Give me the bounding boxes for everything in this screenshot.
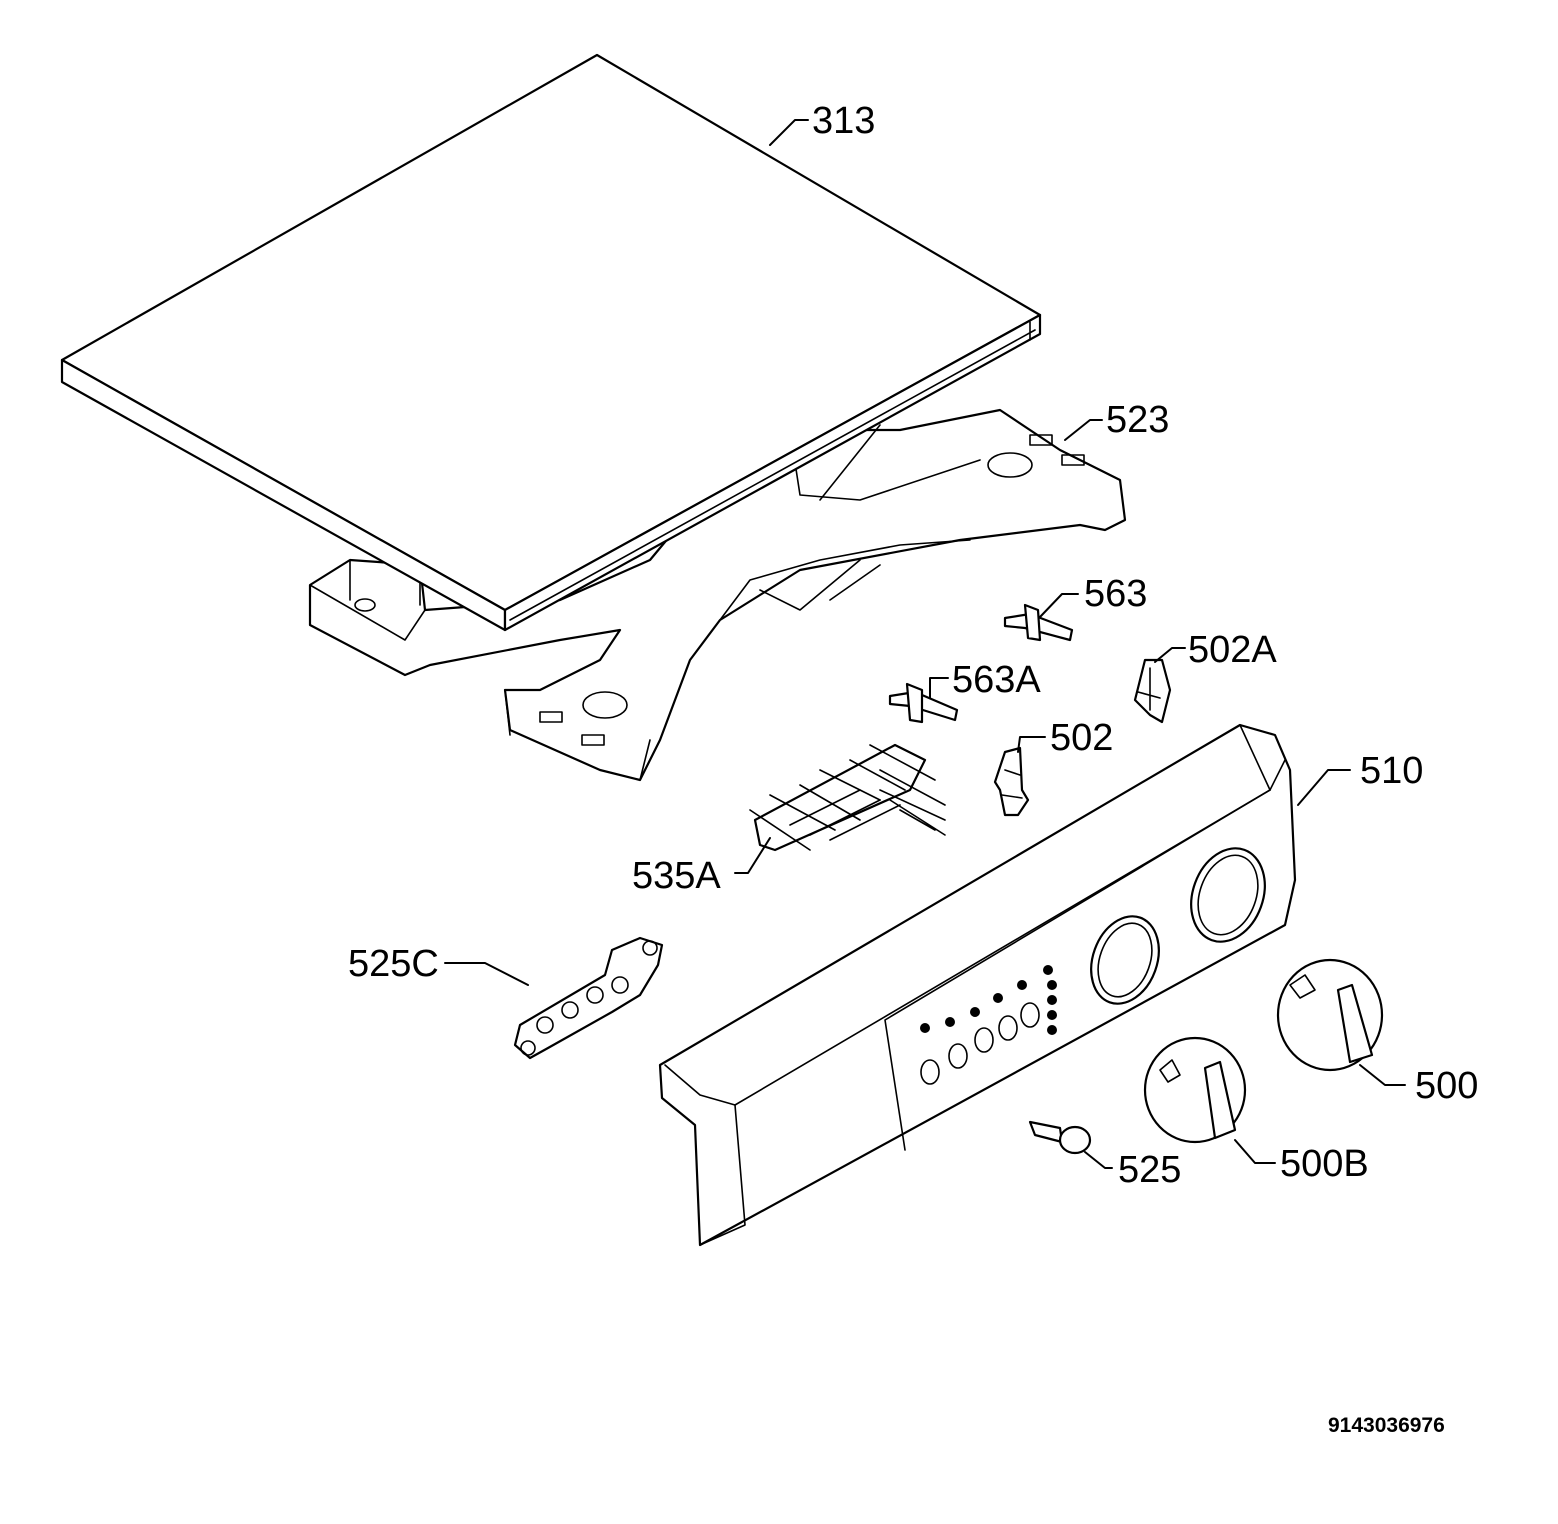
part-500B-knob [1143, 1036, 1247, 1144]
part-563A-rod [888, 682, 959, 724]
part-502A-clip [1133, 658, 1172, 724]
label-525: 525 [1118, 1149, 1181, 1191]
part-313-worktop [60, 53, 1042, 632]
part-525-plunger [1028, 1120, 1092, 1155]
part-510-control-panel [658, 723, 1297, 1247]
label-510: 510 [1360, 750, 1423, 792]
part-502-button [993, 746, 1030, 817]
label-535A: 535A [632, 855, 721, 897]
label-563A: 563A [952, 659, 1041, 701]
leader-lines [444, 119, 1406, 1169]
part-563-rod [1003, 603, 1074, 642]
label-313: 313 [812, 100, 875, 142]
label-500B: 500B [1280, 1143, 1369, 1185]
label-523: 523 [1106, 399, 1169, 441]
label-502: 502 [1050, 717, 1113, 759]
document-number: 9143036976 [1328, 1414, 1445, 1437]
label-500: 500 [1415, 1065, 1478, 1107]
label-502A: 502A [1188, 629, 1277, 671]
part-535A-light-guide [749, 743, 946, 852]
part-525C-bracket [513, 936, 664, 1060]
part-500-knob [1276, 958, 1384, 1072]
label-525C: 525C [348, 943, 439, 985]
label-563: 563 [1084, 573, 1147, 615]
part-labels: 313 523 563 502A 563A 502 510 535A 525C … [348, 100, 1478, 1191]
